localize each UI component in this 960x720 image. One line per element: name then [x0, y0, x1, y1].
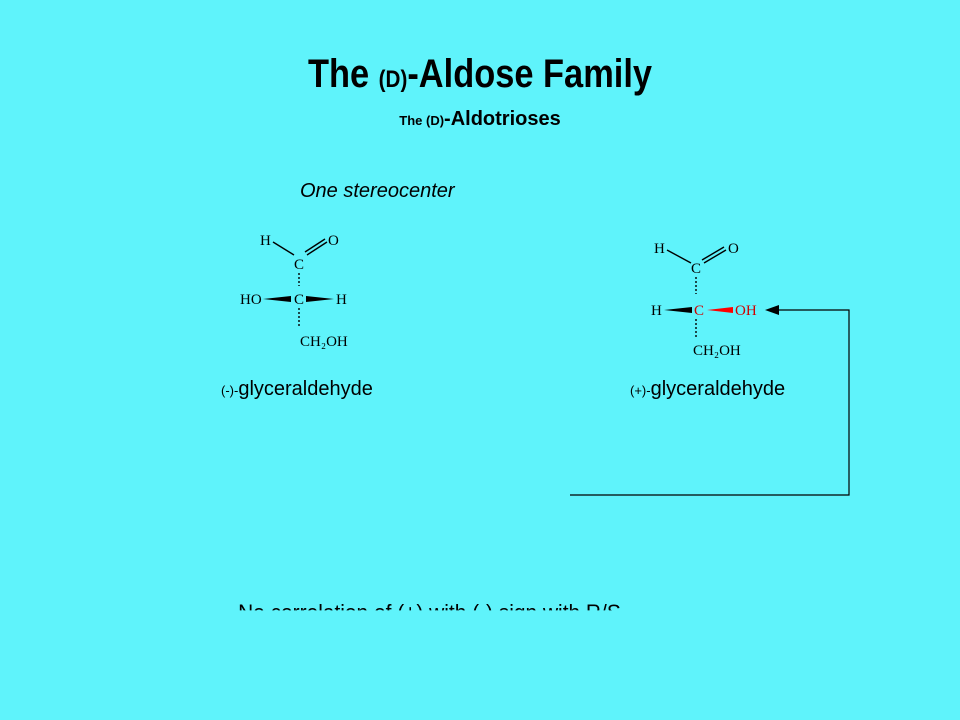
right-molecule-label: (+)-glyceraldehyde — [630, 378, 786, 400]
left-atom-c2: C — [294, 292, 304, 308]
right-atom-h-left: H — [651, 303, 662, 319]
clipped-caption: No correlation of (+) with (-) sign with… — [238, 600, 621, 625]
right-atom-oh-right: OH — [735, 303, 757, 319]
left-atom-o-top: O — [328, 233, 339, 249]
right-atom-o-top: O — [728, 241, 739, 257]
left-atom-h-right: H — [336, 292, 347, 308]
stereocenter-note: One stereocenter — [300, 180, 455, 202]
left-atom-ch2oh: CH₂OH — [300, 334, 348, 350]
right-atom-c1: C — [691, 261, 701, 277]
left-molecule-structure: H O C HO C H CH₂OH — [240, 233, 348, 350]
connector-arrow — [570, 305, 850, 496]
left-atom-c1: C — [294, 257, 304, 273]
page-subtitle: The (D)-Aldotrioses — [399, 108, 561, 130]
right-atom-h-top: H — [654, 241, 665, 257]
left-atom-ho: HO — [240, 292, 262, 308]
arrowhead-icon — [765, 305, 779, 315]
page-title: The (D)-Aldose Family — [307, 52, 653, 96]
left-molecule-label: (-)-glyceraldehyde — [221, 378, 373, 400]
right-molecule-structure: H O C H C OH CH₂OH — [651, 241, 757, 359]
left-atom-h-top: H — [260, 233, 271, 249]
right-atom-ch2oh: CH₂OH — [693, 343, 741, 359]
right-atom-c2: C — [694, 303, 704, 319]
